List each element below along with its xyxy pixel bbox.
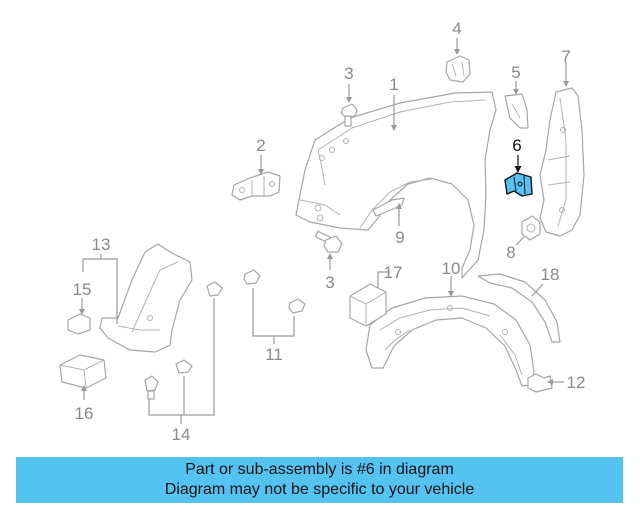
bracket-part-6-highlighted[interactable] (504, 172, 533, 197)
callout-1: 1 (389, 75, 398, 94)
callout-17: 17 (384, 263, 403, 282)
screw-part-14c[interactable] (144, 375, 159, 400)
screw-part-11b[interactable] (288, 298, 306, 314)
liner-part-10[interactable] (365, 295, 535, 387)
callout-5: 5 (511, 63, 520, 82)
callout-13: 13 (92, 235, 111, 254)
callout-9: 9 (395, 228, 404, 247)
bracket-part-2[interactable] (231, 171, 281, 201)
banner-line-1: Part or sub-assembly is #6 in diagram (185, 461, 454, 478)
callout-7: 7 (561, 47, 570, 66)
screw-part-11a[interactable] (243, 269, 261, 285)
callout-15: 15 (73, 280, 92, 299)
clip-part-15[interactable] (67, 313, 91, 335)
callout-3-upper: 3 (344, 64, 353, 83)
bracket-part-5[interactable] (504, 93, 529, 129)
module-part-16[interactable] (59, 354, 107, 389)
callout-2: 2 (256, 136, 265, 155)
screw-part-14a[interactable] (206, 281, 223, 297)
callout-11: 11 (265, 345, 283, 364)
callout-3-lower: 3 (325, 273, 334, 292)
callout-10: 10 (442, 259, 461, 278)
molding-part-18[interactable] (477, 273, 561, 343)
bolt-part-3-upper[interactable] (340, 103, 358, 127)
seal-part-9[interactable] (372, 197, 405, 217)
callout-14: 14 (172, 425, 191, 444)
nut-part-8[interactable] (521, 215, 541, 241)
clip-part-12[interactable] (527, 373, 553, 393)
callout-18: 18 (541, 265, 560, 284)
callout-4: 4 (452, 19, 461, 38)
callout-8: 8 (506, 243, 515, 262)
bolt-part-3-lower[interactable] (314, 230, 343, 253)
parts-diagram: 1 2 3 3 4 5 6 (59, 19, 586, 444)
fender-part-1[interactable] (295, 91, 497, 279)
banner-line-2: Diagram may not be specific to your vehi… (164, 481, 475, 498)
module-part-17[interactable] (349, 283, 387, 327)
callout-12: 12 (567, 373, 586, 392)
panel-part-7[interactable] (539, 87, 585, 237)
shield-part-13[interactable] (99, 243, 193, 353)
screw-part-14b[interactable] (175, 359, 193, 374)
callout-16: 16 (75, 404, 94, 423)
bracket-part-4[interactable] (445, 55, 471, 83)
info-banner: Part or sub-assembly is #6 in diagram Di… (16, 457, 623, 503)
callout-6: 6 (512, 136, 521, 155)
